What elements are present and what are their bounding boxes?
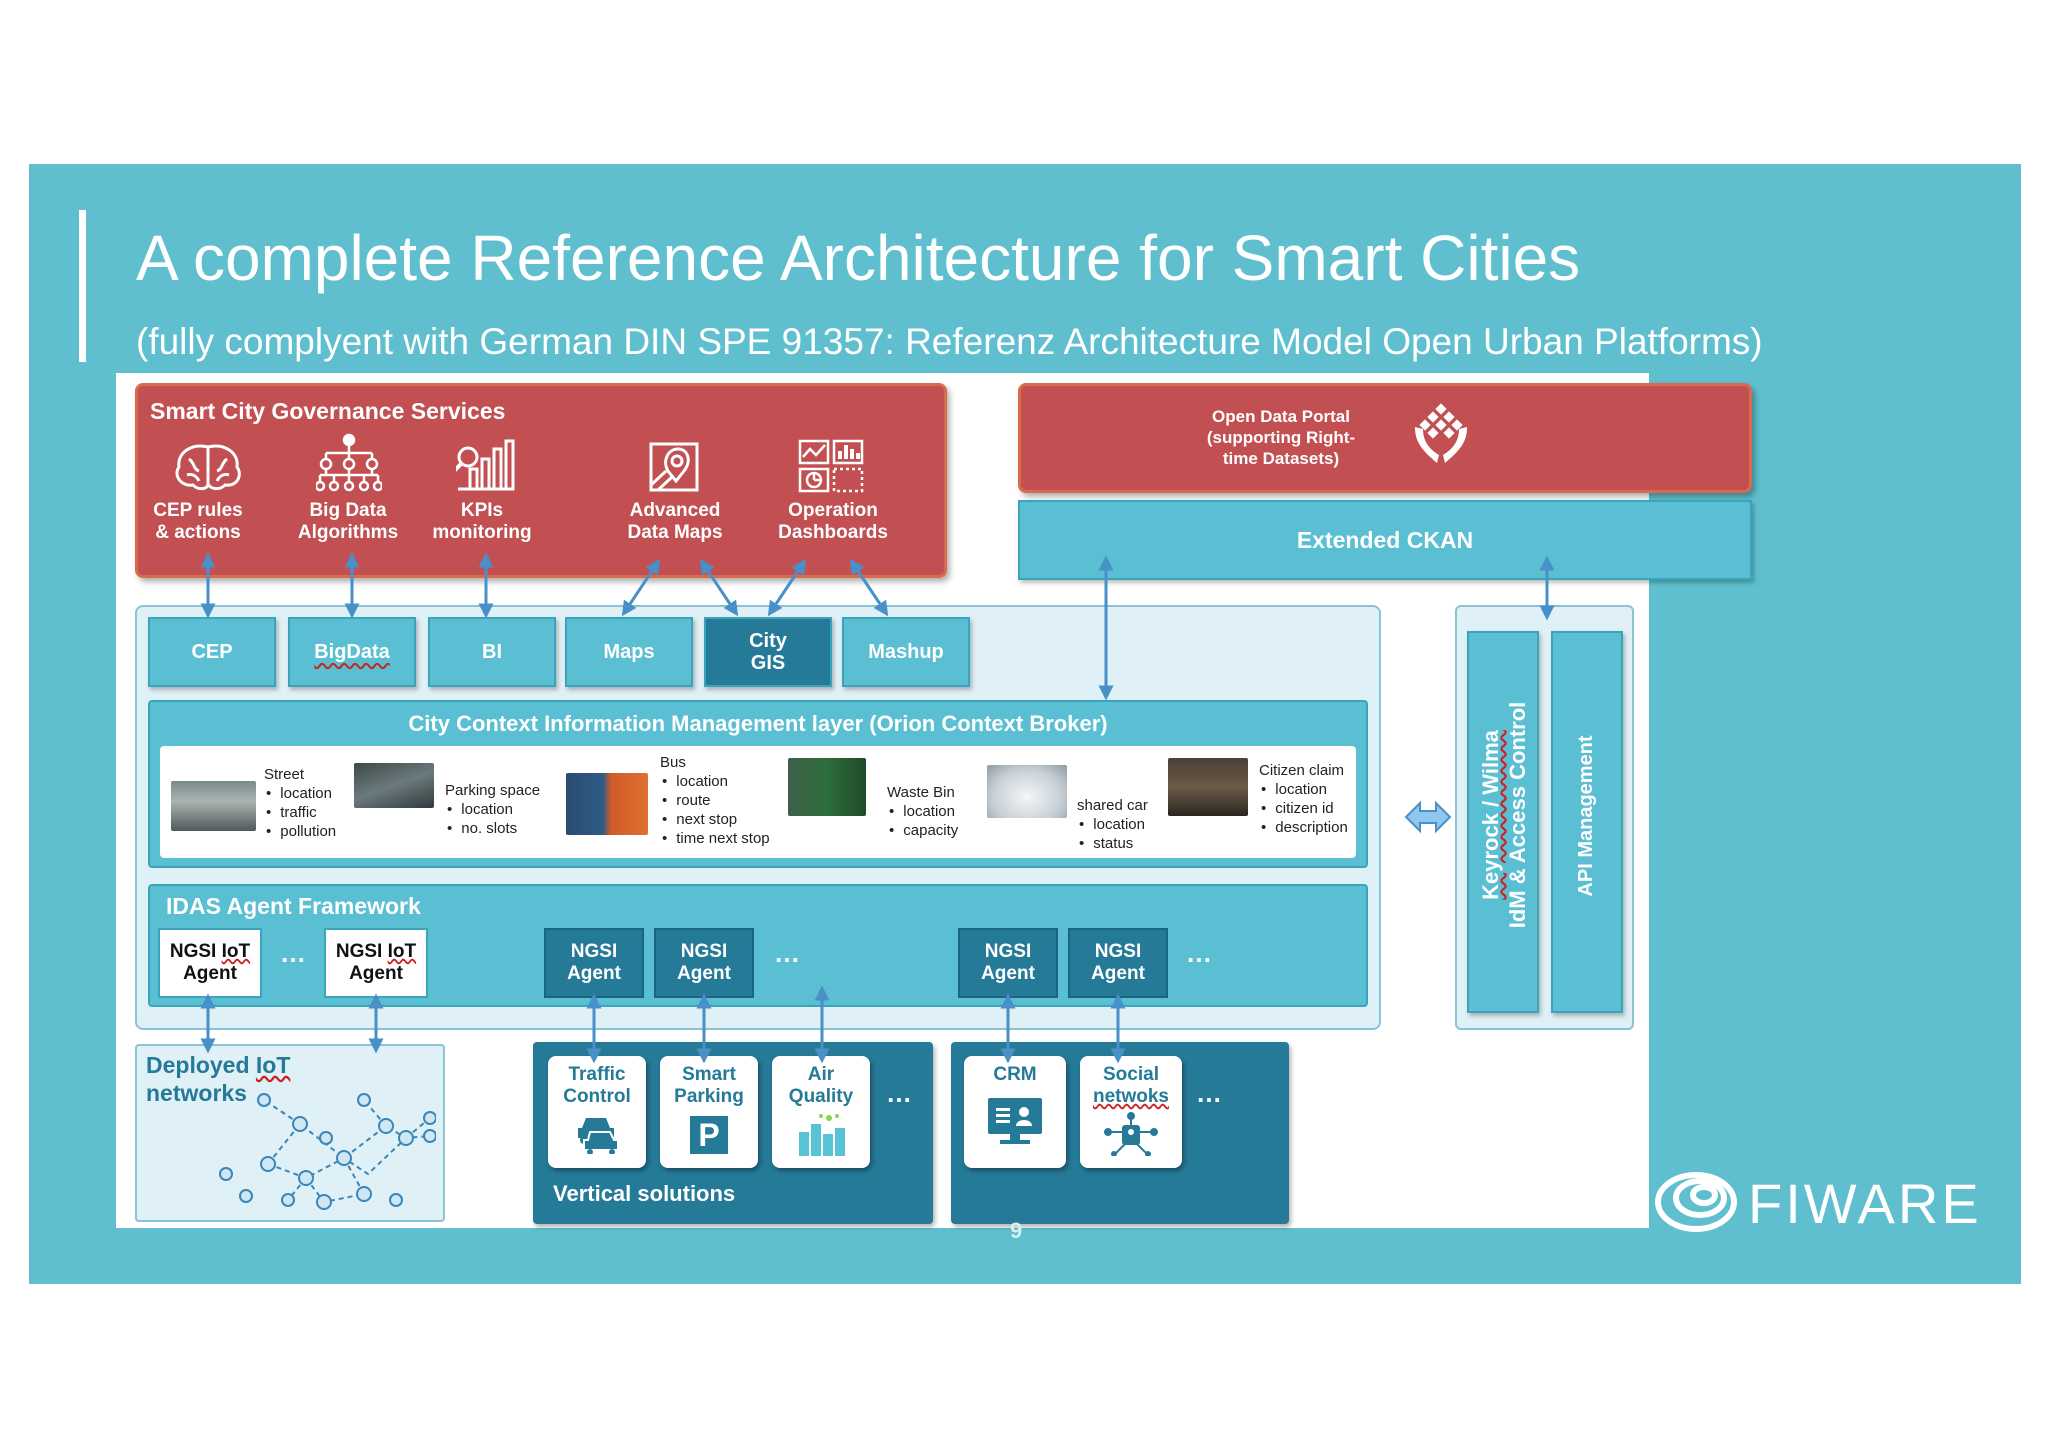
idas-title: IDAS Agent Framework [166, 893, 421, 919]
page-number: 9 [1010, 1218, 1023, 1243]
hierarchy-icon [316, 433, 382, 492]
bus-photo [566, 773, 648, 835]
architecture-diagram: Smart City Governance Services CEP rules… [116, 373, 1752, 1228]
entity-parking-space: Parking space locationno. slots [445, 781, 540, 838]
title-accent-bar [79, 210, 86, 362]
enabler-mashup: Mashup [842, 617, 970, 687]
parking-icon: P [690, 1116, 728, 1154]
extended-ckan: Extended CKAN [1018, 500, 1752, 580]
slide-subtitle: (fully complyent with German DIN SPE 913… [136, 321, 1763, 362]
service-cep-rules: CEP rules& actions [153, 500, 243, 543]
open-data-label: Open Data Portal(supporting Right-time D… [1206, 407, 1356, 468]
enabler-cep: CEP [148, 617, 276, 687]
kpi-bars-icon [456, 439, 515, 491]
brain-icon [175, 444, 241, 491]
verticals-ellipsis: … [886, 1078, 914, 1108]
waste-bin-photo [788, 758, 866, 816]
enabler-bigdata: BigData [288, 617, 416, 687]
vertical-solutions-title: Vertical solutions [553, 1181, 736, 1206]
agents-ellipsis: … [774, 938, 802, 968]
iot-networks-panel [135, 1044, 445, 1222]
social-network-icon [1104, 1112, 1158, 1156]
parking-photo [354, 763, 434, 808]
governance-panel [135, 383, 947, 578]
hands-data-icon [1415, 403, 1467, 463]
city-air-icon [799, 1114, 845, 1156]
keyrock-idm-panel [1467, 631, 1539, 1013]
crm-ellipsis: … [1196, 1078, 1224, 1108]
slide-title: A complete Reference Architecture for Sm… [136, 222, 1581, 294]
fiware-logo-text: FIWARE [1748, 1172, 1982, 1235]
agents-ellipsis: … [1186, 938, 1214, 968]
security-double-arrow [1404, 800, 1452, 834]
governance-title: Smart City Governance Services [150, 398, 506, 424]
entity-street: Street locationtrafficpollution [264, 765, 336, 841]
open-data-portal [1018, 383, 1752, 493]
iot-network-graph-icon [219, 1093, 436, 1210]
enabler-maps: Maps [565, 617, 693, 687]
connection-arrows [200, 552, 1555, 1064]
agents-ellipsis: … [280, 938, 308, 968]
shared-car-photo [987, 765, 1067, 818]
entity-shared-car: shared car locationstatus [1077, 796, 1148, 853]
entity-bus: Bus locationroutenext stoptime next stop [660, 753, 770, 848]
crm-monitor-icon [988, 1098, 1042, 1144]
dashboard-icon [798, 439, 864, 493]
context-layer-title: City Context Information Management laye… [408, 711, 1108, 736]
fiware-logo-icon [1655, 1172, 1737, 1232]
cars-icon [578, 1118, 619, 1154]
citizen-claim-photo [1168, 758, 1248, 816]
map-pin-icon [649, 442, 699, 492]
api-management-panel [1551, 631, 1623, 1013]
entity-waste-bin: Waste Bin locationcapacity [887, 783, 958, 840]
street-photo [171, 781, 256, 831]
entity-citizen-claim: Citizen claim locationcitizen iddescript… [1259, 761, 1348, 837]
crm-card[interactable]: CRM [964, 1056, 1066, 1168]
